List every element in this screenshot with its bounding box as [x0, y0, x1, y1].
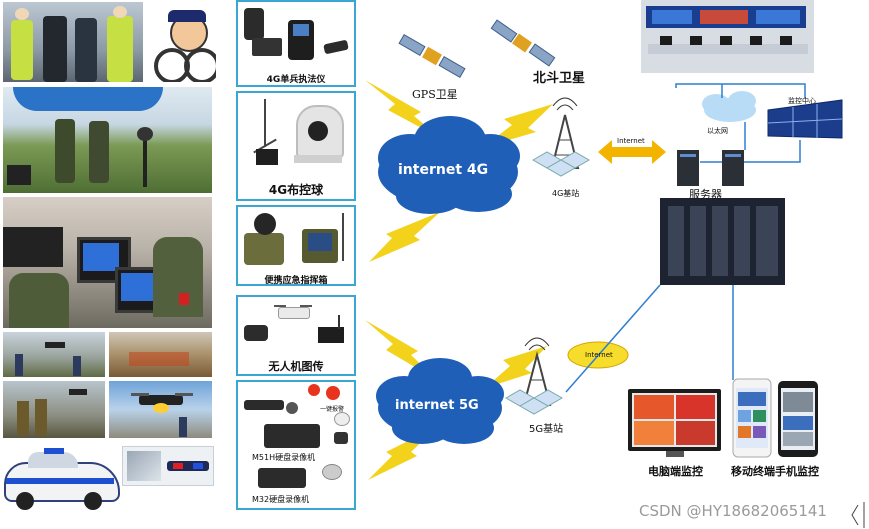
- server-label: 服务器: [689, 186, 722, 202]
- mobile-phone-icon: [778, 381, 818, 457]
- mobile-phone-icon: [733, 379, 771, 457]
- lightning-bolt-icon: [369, 212, 440, 262]
- cloud-4g-label: internet 4G: [398, 162, 488, 178]
- beidou-satellite-icon: [491, 20, 554, 66]
- gps-satellite-icon: [399, 35, 465, 78]
- internet-arrow-label: Internet: [617, 137, 645, 145]
- watermark: CSDN @HY18682065141: [639, 502, 827, 520]
- cloud-5g-label: internet 5G: [395, 398, 479, 413]
- 5g-station-label: 5G基站: [529, 420, 563, 435]
- internet-bubble-label: Internet: [585, 351, 613, 359]
- datacenter-photo: [660, 198, 785, 285]
- 4g-station-label: 4G基站: [552, 188, 579, 199]
- mobile-monitoring-label: 移动终端手机监控: [731, 463, 819, 479]
- beidou-satellite-label: 北斗卫星: [533, 67, 585, 86]
- ethernet-label: 以太网: [707, 126, 728, 136]
- pc-monitoring-label: 电脑端监控: [648, 463, 703, 479]
- gps-satellite-label: GPS卫星: [412, 86, 458, 102]
- server-rack-icon: [677, 150, 744, 186]
- chevron-left-icon: [852, 505, 858, 525]
- control-room-photo: [641, 0, 814, 73]
- pc-monitor-icon: [628, 389, 721, 457]
- ethernet-cloud: [702, 91, 756, 122]
- monitor-center-label: 监控中心: [788, 96, 816, 106]
